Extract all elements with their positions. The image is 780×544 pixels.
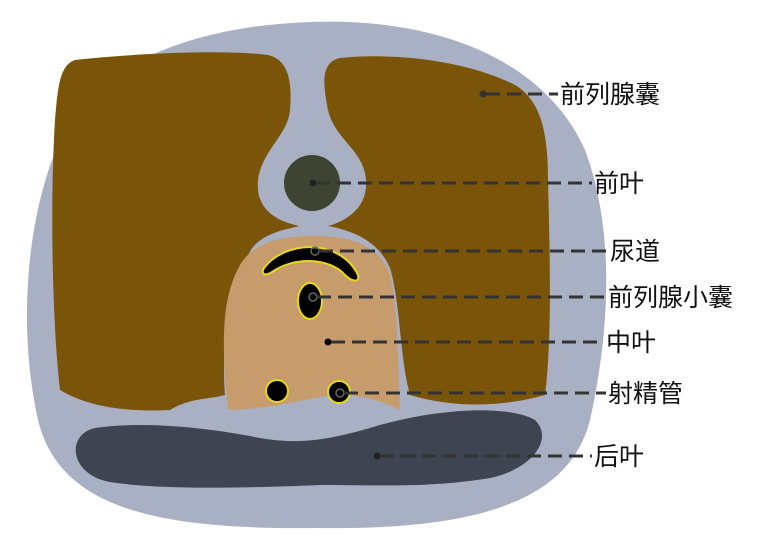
left-lateral-lobe xyxy=(52,52,301,411)
ejaculatory-duct-left xyxy=(265,379,289,403)
posterior-lobe xyxy=(75,410,543,488)
leader-lines xyxy=(308,90,608,460)
label-urethra: 尿道 xyxy=(610,237,660,266)
right-lateral-lobe xyxy=(324,56,550,405)
label-posterior-lobe: 后叶 xyxy=(594,442,644,471)
label-capsule: 前列腺囊 xyxy=(560,80,660,109)
label-middle-lobe: 中叶 xyxy=(606,328,656,357)
label-ejaculatory-duct: 射精管 xyxy=(608,379,683,408)
label-anterior-lobe: 前叶 xyxy=(594,169,644,198)
label-utricle: 前列腺小囊 xyxy=(608,283,733,312)
prostatic-utricle xyxy=(297,282,323,320)
